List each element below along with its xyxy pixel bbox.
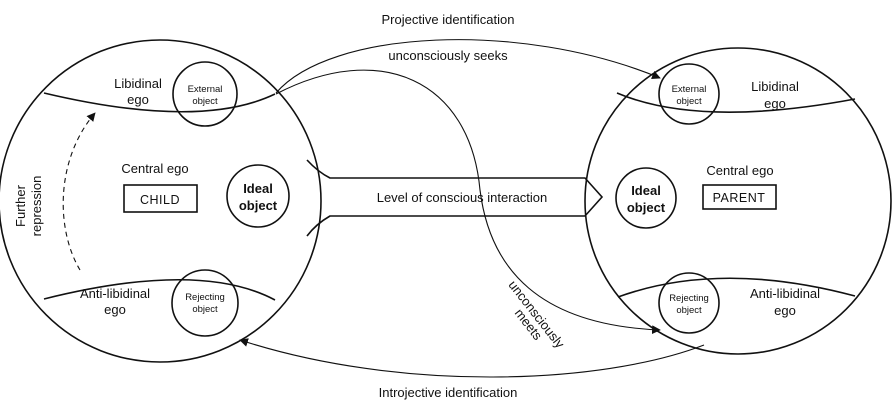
child-external-object-label: object: [192, 96, 218, 107]
child-central-ego-label: Central ego: [121, 161, 188, 176]
child-box: [123, 184, 198, 213]
parent-external-label: External: [672, 84, 707, 95]
parent-rejecting-label: Rejecting: [669, 293, 709, 304]
parent-box: [702, 184, 777, 210]
child-rejecting-object-circle: [171, 269, 239, 337]
unconsciously-seeks-label: unconsciously seeks: [388, 48, 508, 63]
child-antilibidinal-divider: [43, 278, 276, 301]
introjective-identification-arrow: [239, 338, 705, 378]
child-rejecting-label: Rejecting: [185, 292, 225, 303]
parent-libidinal-divider: [616, 92, 856, 113]
parent-rejecting-object-label: object: [676, 305, 702, 316]
unconsciously-meets-arrow: [275, 69, 661, 335]
parent-antilibidinal-divider: [617, 277, 856, 298]
parent-anti-ego-label: ego: [774, 303, 796, 318]
parent-central-ego-label: Central ego: [706, 163, 773, 178]
child-outer-circle: [0, 39, 322, 363]
child-rejecting-object-label: object: [192, 304, 218, 315]
child-ideal-label: Ideal: [243, 181, 273, 196]
parent-libidinal-label: Libidinal: [751, 79, 799, 94]
interaction-arrows: [239, 39, 705, 378]
parent-libidinal-ego-label: ego: [764, 96, 786, 111]
conscious-connector-shape: [306, 159, 604, 237]
child-libidinal-divider: [43, 92, 276, 113]
child-anti-label: Anti-libidinal: [80, 286, 150, 301]
parent-ideal-object-label: object: [627, 200, 666, 215]
projective-identification-arrow: [275, 39, 661, 94]
child-libidinal-ego-label: ego: [127, 92, 149, 107]
parent-anti-label: Anti-libidinal: [750, 286, 820, 301]
child-ideal-object-label: object: [239, 198, 278, 213]
further-label: Further: [13, 184, 28, 227]
child-libidinal-label: Libidinal: [114, 76, 162, 91]
child-external-object-circle: [172, 61, 238, 127]
child-box-label: CHILD: [140, 193, 180, 207]
parent-outer-circle: [584, 47, 892, 355]
projective-identification-label: Projective identification: [382, 12, 515, 27]
child-external-label: External: [188, 84, 223, 95]
conscious-interaction-label: Level of conscious interaction: [377, 190, 548, 205]
parent-ideal-object-circle: [615, 167, 677, 229]
parent-ideal-label: Ideal: [631, 183, 661, 198]
parent-external-object-label: object: [676, 96, 702, 107]
child-anti-ego-label: ego: [104, 302, 126, 317]
introjective-identification-label: Introjective identification: [379, 385, 518, 400]
child-psyche: Libidinal ego External object Central eg…: [0, 39, 322, 363]
child-ideal-object-circle: [226, 164, 290, 228]
repression-label: repression: [29, 176, 44, 237]
parent-rejecting-object-circle: [658, 272, 720, 334]
parent-box-label: PARENT: [713, 191, 766, 205]
conscious-interaction-connector: Level of conscious interaction: [306, 159, 604, 237]
parent-external-object-circle: [658, 63, 720, 125]
repression-arrow: [62, 112, 96, 271]
parent-psyche: External object Libidinal ego Ideal obje…: [584, 47, 892, 355]
